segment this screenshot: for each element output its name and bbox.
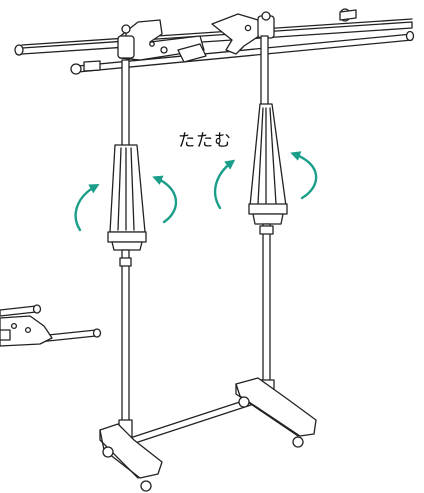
right-upright	[248, 35, 288, 399]
rotate-arrow-icon	[290, 151, 318, 200]
hanging-bars	[14, 8, 415, 75]
fold-instruction-label: たたむ	[178, 131, 232, 151]
left-upright	[107, 59, 147, 439]
partial-rack-left	[0, 304, 102, 347]
base-frame	[99, 377, 317, 492]
rotate-arrow-icon	[152, 175, 178, 224]
top-hinge	[117, 11, 275, 63]
rotate-arrow-icon	[213, 159, 236, 210]
rotate-arrow-icon	[74, 184, 100, 232]
